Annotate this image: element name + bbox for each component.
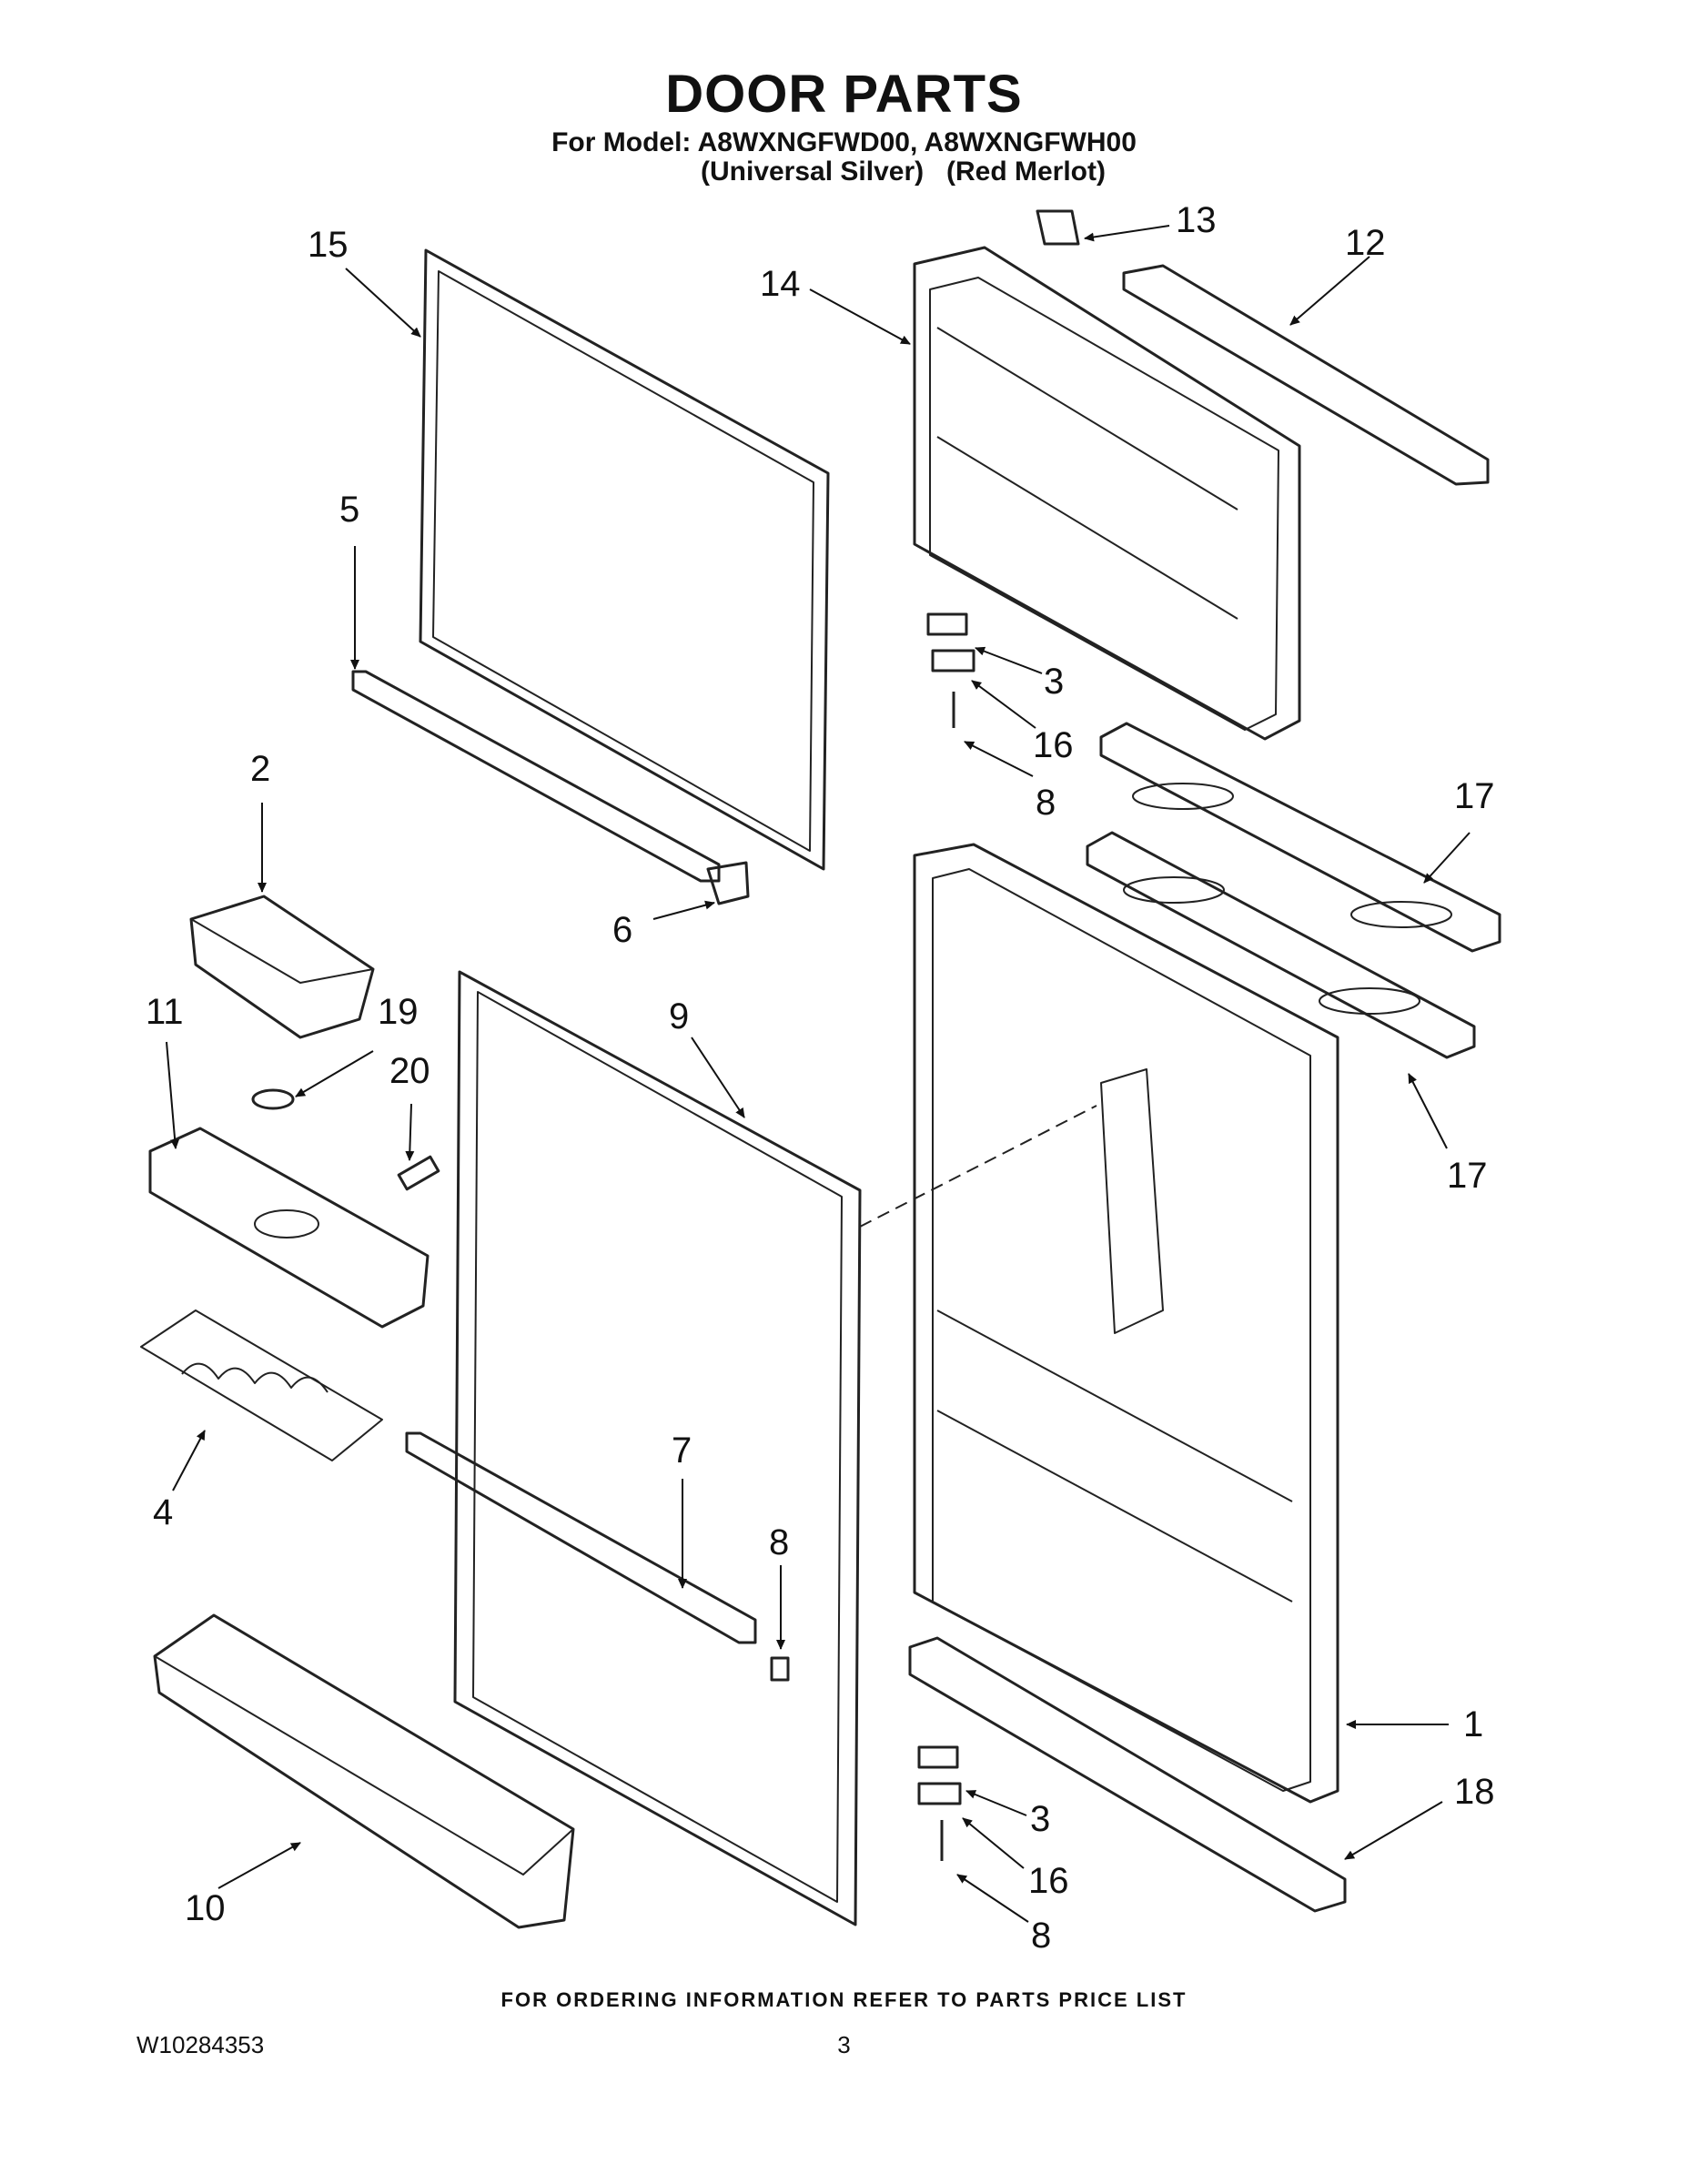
- part-label-4: 4: [153, 1492, 173, 1532]
- part-label-8-upper: 8: [1036, 783, 1056, 823]
- handle-upper: [1099, 722, 1501, 953]
- leader-arrows: [166, 225, 1471, 1923]
- part-label-16-upper: 16: [1033, 725, 1074, 765]
- fresh-food-breaker-strip: [405, 1431, 757, 1644]
- part-label-6: 6: [612, 910, 632, 950]
- fresh-food-door-gasket: [453, 970, 862, 1926]
- part-label-17-lower: 17: [1447, 1156, 1488, 1196]
- breaker-block: [770, 1656, 790, 1682]
- part-label-20: 20: [389, 1051, 430, 1091]
- part-label-9: 9: [669, 996, 689, 1036]
- part-label-8-lower: 8: [1031, 1916, 1051, 1956]
- fresh-food-door-trim: [908, 1636, 1347, 1913]
- part-label-13: 13: [1176, 200, 1217, 240]
- variant-red-merlot: (Red Merlot): [946, 157, 1106, 187]
- part-label-10: 10: [185, 1888, 226, 1928]
- page-title: DOOR PARTS: [665, 65, 1023, 124]
- part-label-12: 12: [1345, 223, 1386, 263]
- part-label-15: 15: [308, 225, 349, 265]
- part-label-1: 1: [1463, 1704, 1483, 1744]
- variant-universal-silver: (Universal Silver): [701, 157, 925, 187]
- page-number: 3: [837, 2031, 851, 2058]
- part-label-18: 18: [1454, 1772, 1495, 1812]
- handle-lower: [1086, 831, 1476, 1059]
- door-shelf-bin: [153, 1613, 575, 1929]
- part-label-2: 2: [250, 749, 270, 789]
- freezer-door-gasket: [419, 248, 830, 871]
- part-label-11: 11: [146, 992, 184, 1032]
- part-label-7: 7: [672, 1431, 692, 1471]
- dispenser-valve: [397, 1155, 440, 1191]
- part-label-3-upper: 3: [1044, 662, 1064, 702]
- part-label-16-lower: 16: [1028, 1861, 1069, 1901]
- part-label-5: 5: [339, 490, 359, 530]
- part-label-19: 19: [378, 992, 419, 1032]
- part-label-14: 14: [760, 264, 801, 304]
- fresh-food-door: [913, 843, 1339, 1804]
- part-label-8-middle: 8: [769, 1522, 789, 1562]
- door-label: [1036, 209, 1080, 246]
- upper-hinge-set: [926, 612, 975, 728]
- dairy-bin: [189, 895, 375, 1039]
- document-number: W10284353: [136, 2031, 265, 2058]
- model-line: For Model: A8WXNGFWD00, A8WXNGFWH00: [551, 127, 1137, 157]
- wine-rack: [140, 1309, 383, 1461]
- part-label-3-lower: 3: [1030, 1799, 1050, 1839]
- lower-hinge-set: [917, 1745, 962, 1861]
- freezer-door: [913, 246, 1301, 741]
- part-label-17-upper: 17: [1454, 776, 1495, 816]
- assembly-dash-line: [859, 1105, 1097, 1228]
- dispenser-knob: [251, 1088, 295, 1110]
- freezer-door-trim: [1122, 264, 1490, 486]
- breaker-clip: [706, 861, 750, 905]
- ordering-note: FOR ORDERING INFORMATION REFER TO PARTS …: [500, 1988, 1188, 2011]
- freezer-breaker-strip: [351, 670, 721, 883]
- dispenser-housing: [148, 1127, 430, 1329]
